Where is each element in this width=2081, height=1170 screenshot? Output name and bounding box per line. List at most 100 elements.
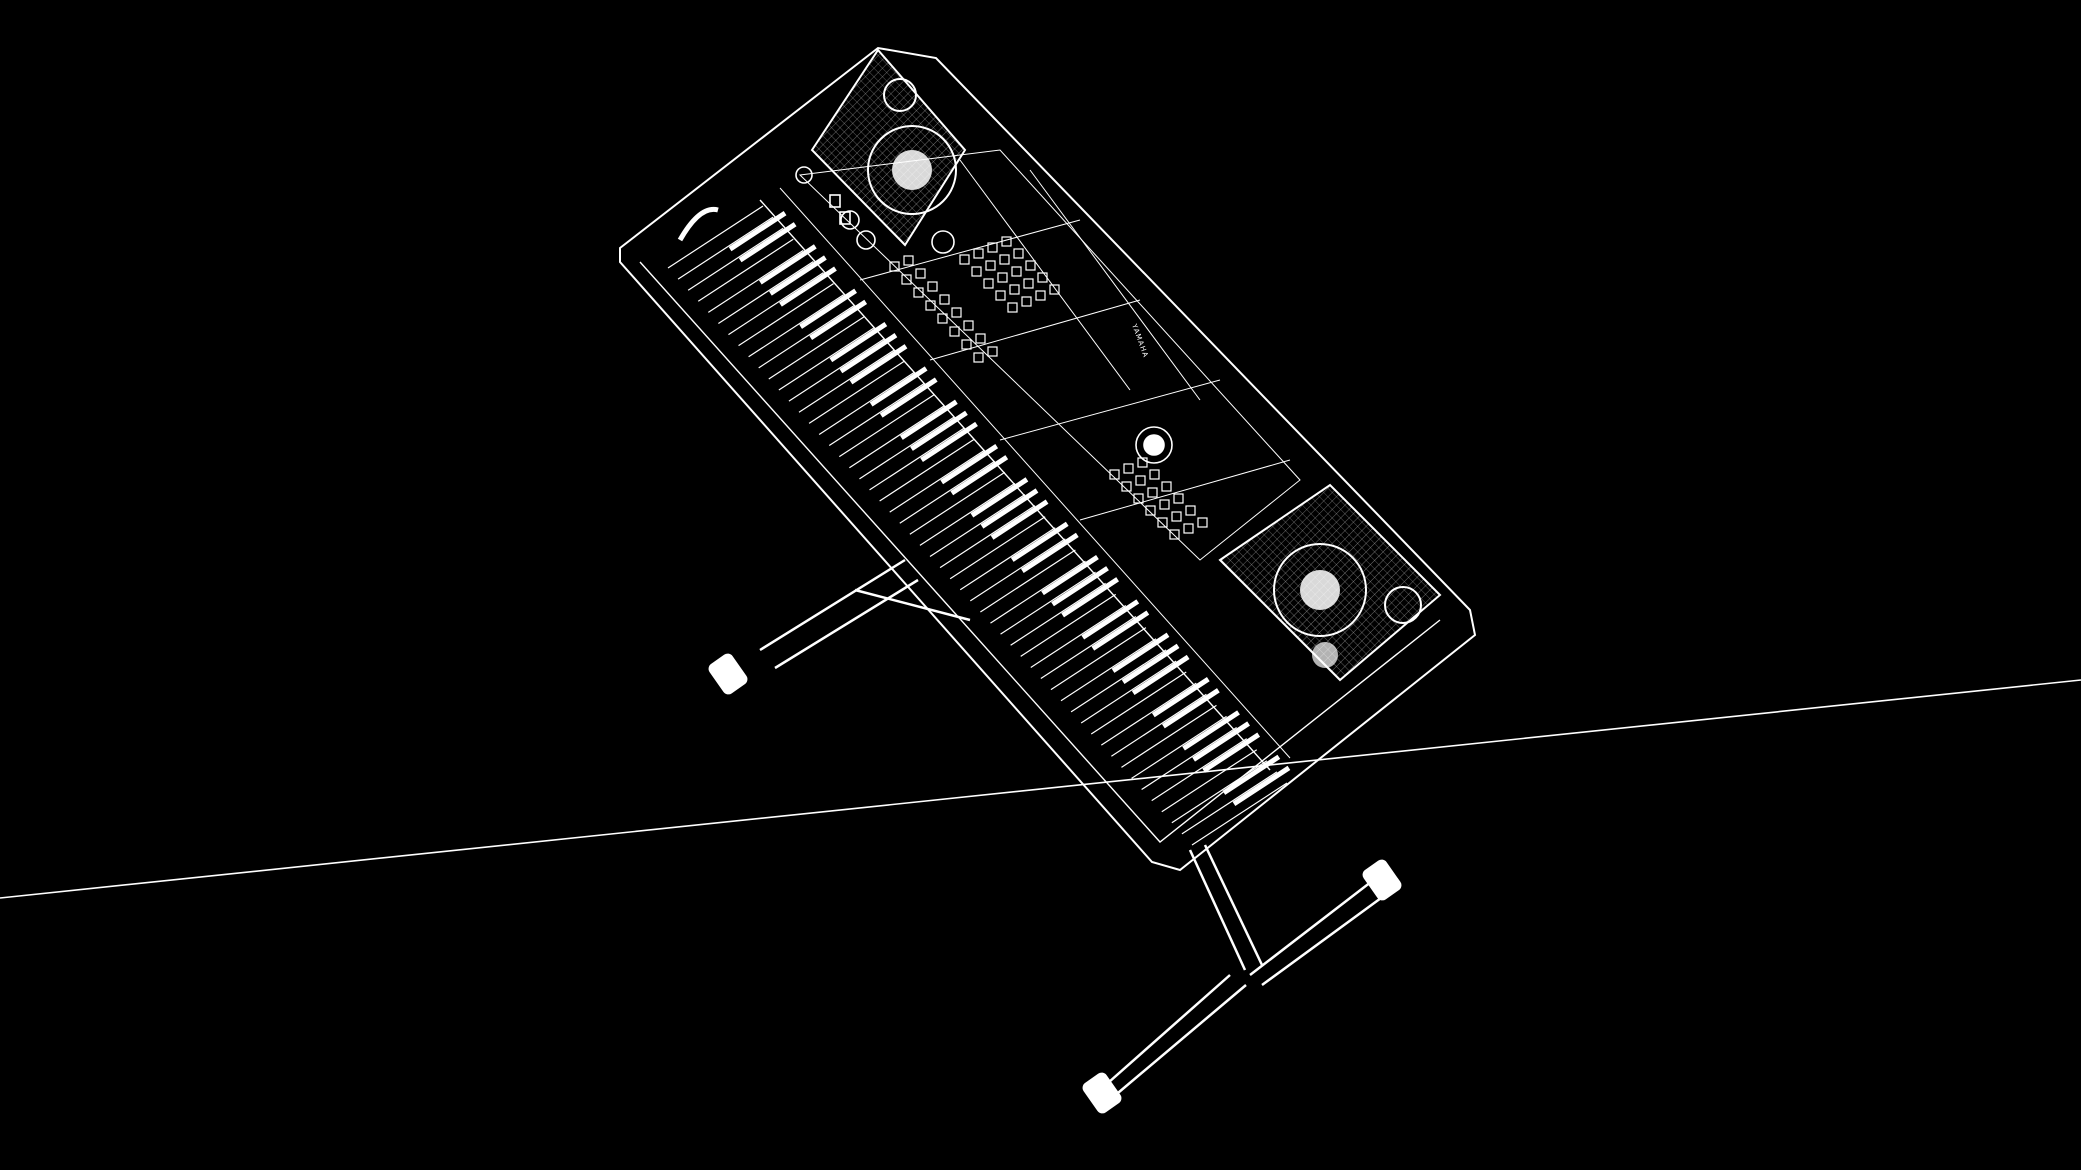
white-key (1111, 693, 1207, 757)
white-key (869, 427, 965, 491)
white-key (1100, 682, 1197, 746)
black-key (769, 255, 827, 296)
panel-button (1049, 284, 1060, 295)
white-key (969, 538, 1066, 602)
white-key (1151, 738, 1248, 802)
white-key (798, 349, 895, 413)
pitch-wheel (677, 206, 719, 242)
white-key (687, 227, 784, 291)
white-key (1000, 571, 1096, 635)
black-key (1051, 566, 1109, 607)
black-key (1151, 677, 1210, 718)
panel-button (1011, 266, 1022, 277)
white-key (738, 283, 834, 347)
white-key (1090, 671, 1187, 735)
white-key (1161, 749, 1258, 813)
key-bed (667, 205, 1291, 846)
black-key (1121, 643, 1180, 684)
black-key (849, 344, 908, 385)
white-key (949, 516, 1046, 580)
white-key (788, 338, 885, 402)
black-key (829, 321, 888, 363)
stand-end-caps (708, 653, 1402, 1114)
white-key (889, 449, 986, 513)
panel-button (987, 242, 998, 253)
panel-button (939, 294, 950, 305)
white-key (1121, 704, 1217, 768)
white-key (838, 394, 935, 458)
black-key (950, 455, 1009, 496)
black-key (1222, 754, 1281, 795)
panel-button (1133, 493, 1144, 504)
panel-button (1109, 469, 1120, 480)
black-key (920, 421, 978, 463)
panel-button (999, 254, 1010, 265)
panel-button (973, 352, 984, 363)
white-key (677, 216, 774, 280)
white-key (959, 527, 1056, 591)
white-key (1030, 604, 1127, 668)
panel-button (983, 278, 994, 289)
panel-button (913, 287, 924, 298)
panel-button (963, 320, 974, 331)
panel-button (975, 333, 986, 344)
panel-button (1145, 505, 1156, 516)
white-key (1010, 582, 1106, 646)
panel-button (1147, 487, 1158, 498)
white-key (667, 205, 764, 269)
panel-button (1037, 272, 1048, 283)
white-key (818, 371, 915, 435)
panel-button (987, 346, 998, 357)
black-key (799, 288, 857, 329)
white-key (1191, 782, 1288, 846)
white-key (1080, 660, 1177, 724)
panel-button (1025, 260, 1036, 271)
white-key (929, 493, 1026, 558)
panel-button (927, 281, 938, 292)
panel-button (1021, 296, 1032, 307)
panel-button (889, 261, 900, 272)
white-key (919, 482, 1016, 546)
speaker-grille-right (1218, 483, 1442, 682)
white-key (718, 260, 814, 324)
white-key (828, 383, 925, 447)
panel-button (1149, 469, 1160, 480)
keyboard-stand (759, 558, 1393, 1099)
button-grid (889, 236, 1208, 540)
white-key (1131, 715, 1227, 779)
white-key (768, 316, 865, 380)
panel-button (1001, 236, 1012, 247)
panel-button (985, 260, 996, 271)
panel-button (1161, 481, 1172, 492)
panel-button (949, 326, 960, 337)
black-key (1091, 610, 1150, 651)
panel-button (1123, 463, 1134, 474)
white-key (1141, 727, 1237, 791)
white-key (808, 360, 905, 424)
white-key (859, 416, 955, 480)
panel-button (903, 255, 914, 266)
black-key (1182, 710, 1240, 751)
keyboard-body (619, 46, 1477, 872)
black-key (1131, 654, 1190, 696)
panel-button (1171, 511, 1182, 522)
white-key (1020, 593, 1117, 657)
panel-button (925, 300, 936, 311)
black-key (1020, 532, 1079, 573)
white-key (879, 438, 975, 502)
panel-button (1023, 278, 1034, 289)
panel-button (997, 272, 1008, 283)
panel-button (1137, 457, 1148, 468)
black-key (1192, 721, 1250, 762)
black-key (869, 366, 928, 407)
black-key (738, 222, 797, 263)
black-key (839, 333, 898, 374)
panel-button (1185, 505, 1196, 516)
black-key (1162, 688, 1220, 729)
white-key (758, 305, 855, 369)
panel-button (915, 268, 926, 279)
black-key (809, 299, 868, 340)
panel-button (961, 339, 972, 350)
panel-button (1135, 475, 1146, 486)
